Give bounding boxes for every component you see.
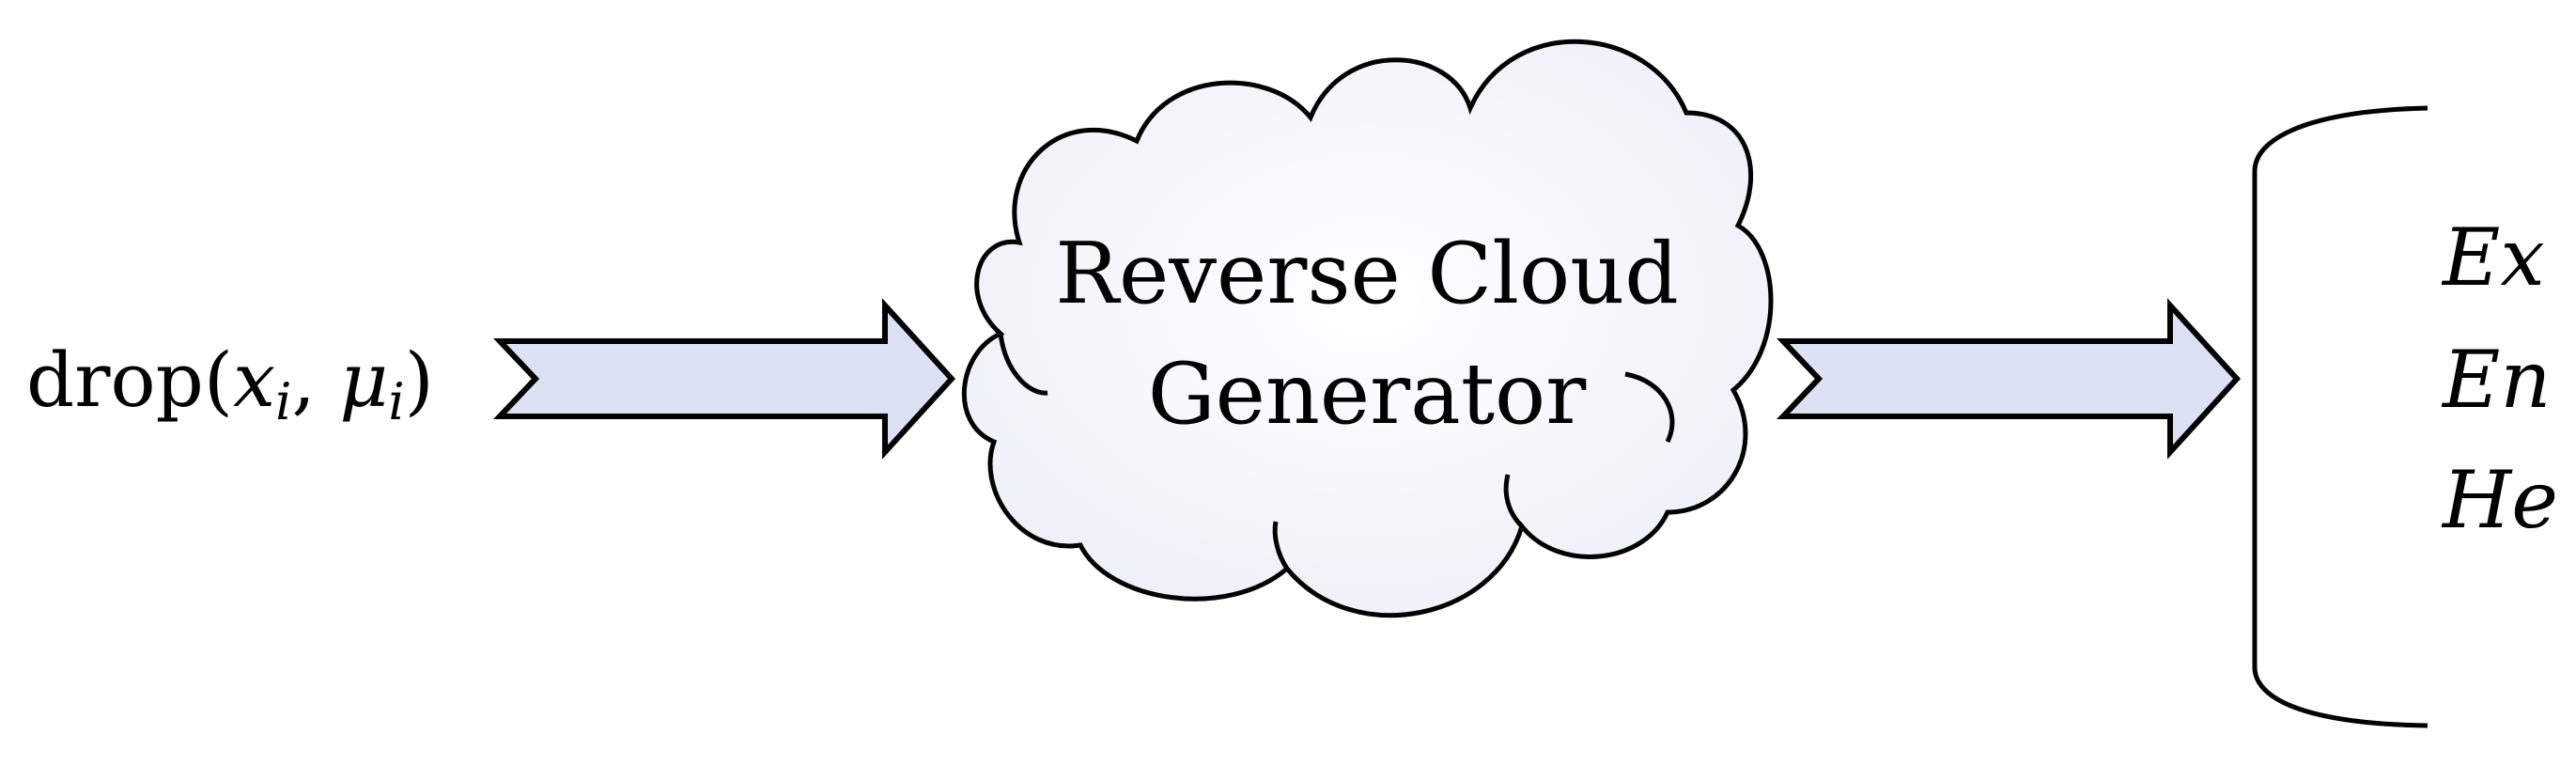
input-label: drop(xi, μi) [26, 336, 434, 431]
input-arrow [493, 298, 956, 460]
output-brace [2252, 105, 2429, 728]
output-ex: Ex [2441, 211, 2545, 304]
cloud-detail-left [998, 333, 1048, 396]
generator-title-line2: Generator [1148, 345, 1587, 444]
output-arrow [1777, 298, 2242, 460]
output-en: En [2441, 334, 2551, 426]
cloud-shape [961, 39, 1774, 618]
cloud-detail-bottom [1272, 521, 1290, 571]
cloud-detail-right [1624, 371, 1675, 444]
cloud-detail-bottom-right [1503, 474, 1524, 528]
generator-title-line1: Reverse Cloud [1055, 225, 1679, 323]
output-he: He [2441, 454, 2558, 546]
